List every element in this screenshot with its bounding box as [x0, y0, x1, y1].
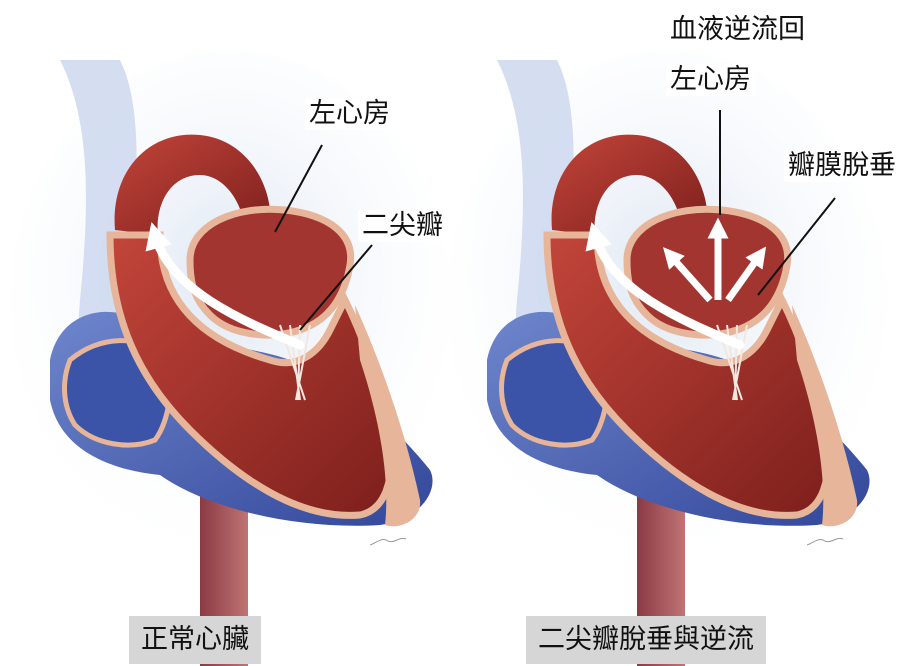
- prolapse-heart-drawing: [447, 50, 887, 666]
- label-regurgitation-line2: 左心房: [666, 64, 755, 96]
- caption-normal-heart: 正常心臟: [129, 616, 261, 664]
- label-left-atrium: 左心房: [305, 98, 394, 130]
- normal-heart-drawing: [10, 50, 450, 666]
- label-regurgitation-line1: 血液逆流回: [666, 14, 809, 46]
- label-valve-prolapse: 瓣膜脫垂: [784, 150, 900, 182]
- label-mitral-valve: 二尖瓣: [358, 210, 447, 242]
- caption-mitral-prolapse: 二尖瓣脫垂與逆流: [526, 616, 766, 664]
